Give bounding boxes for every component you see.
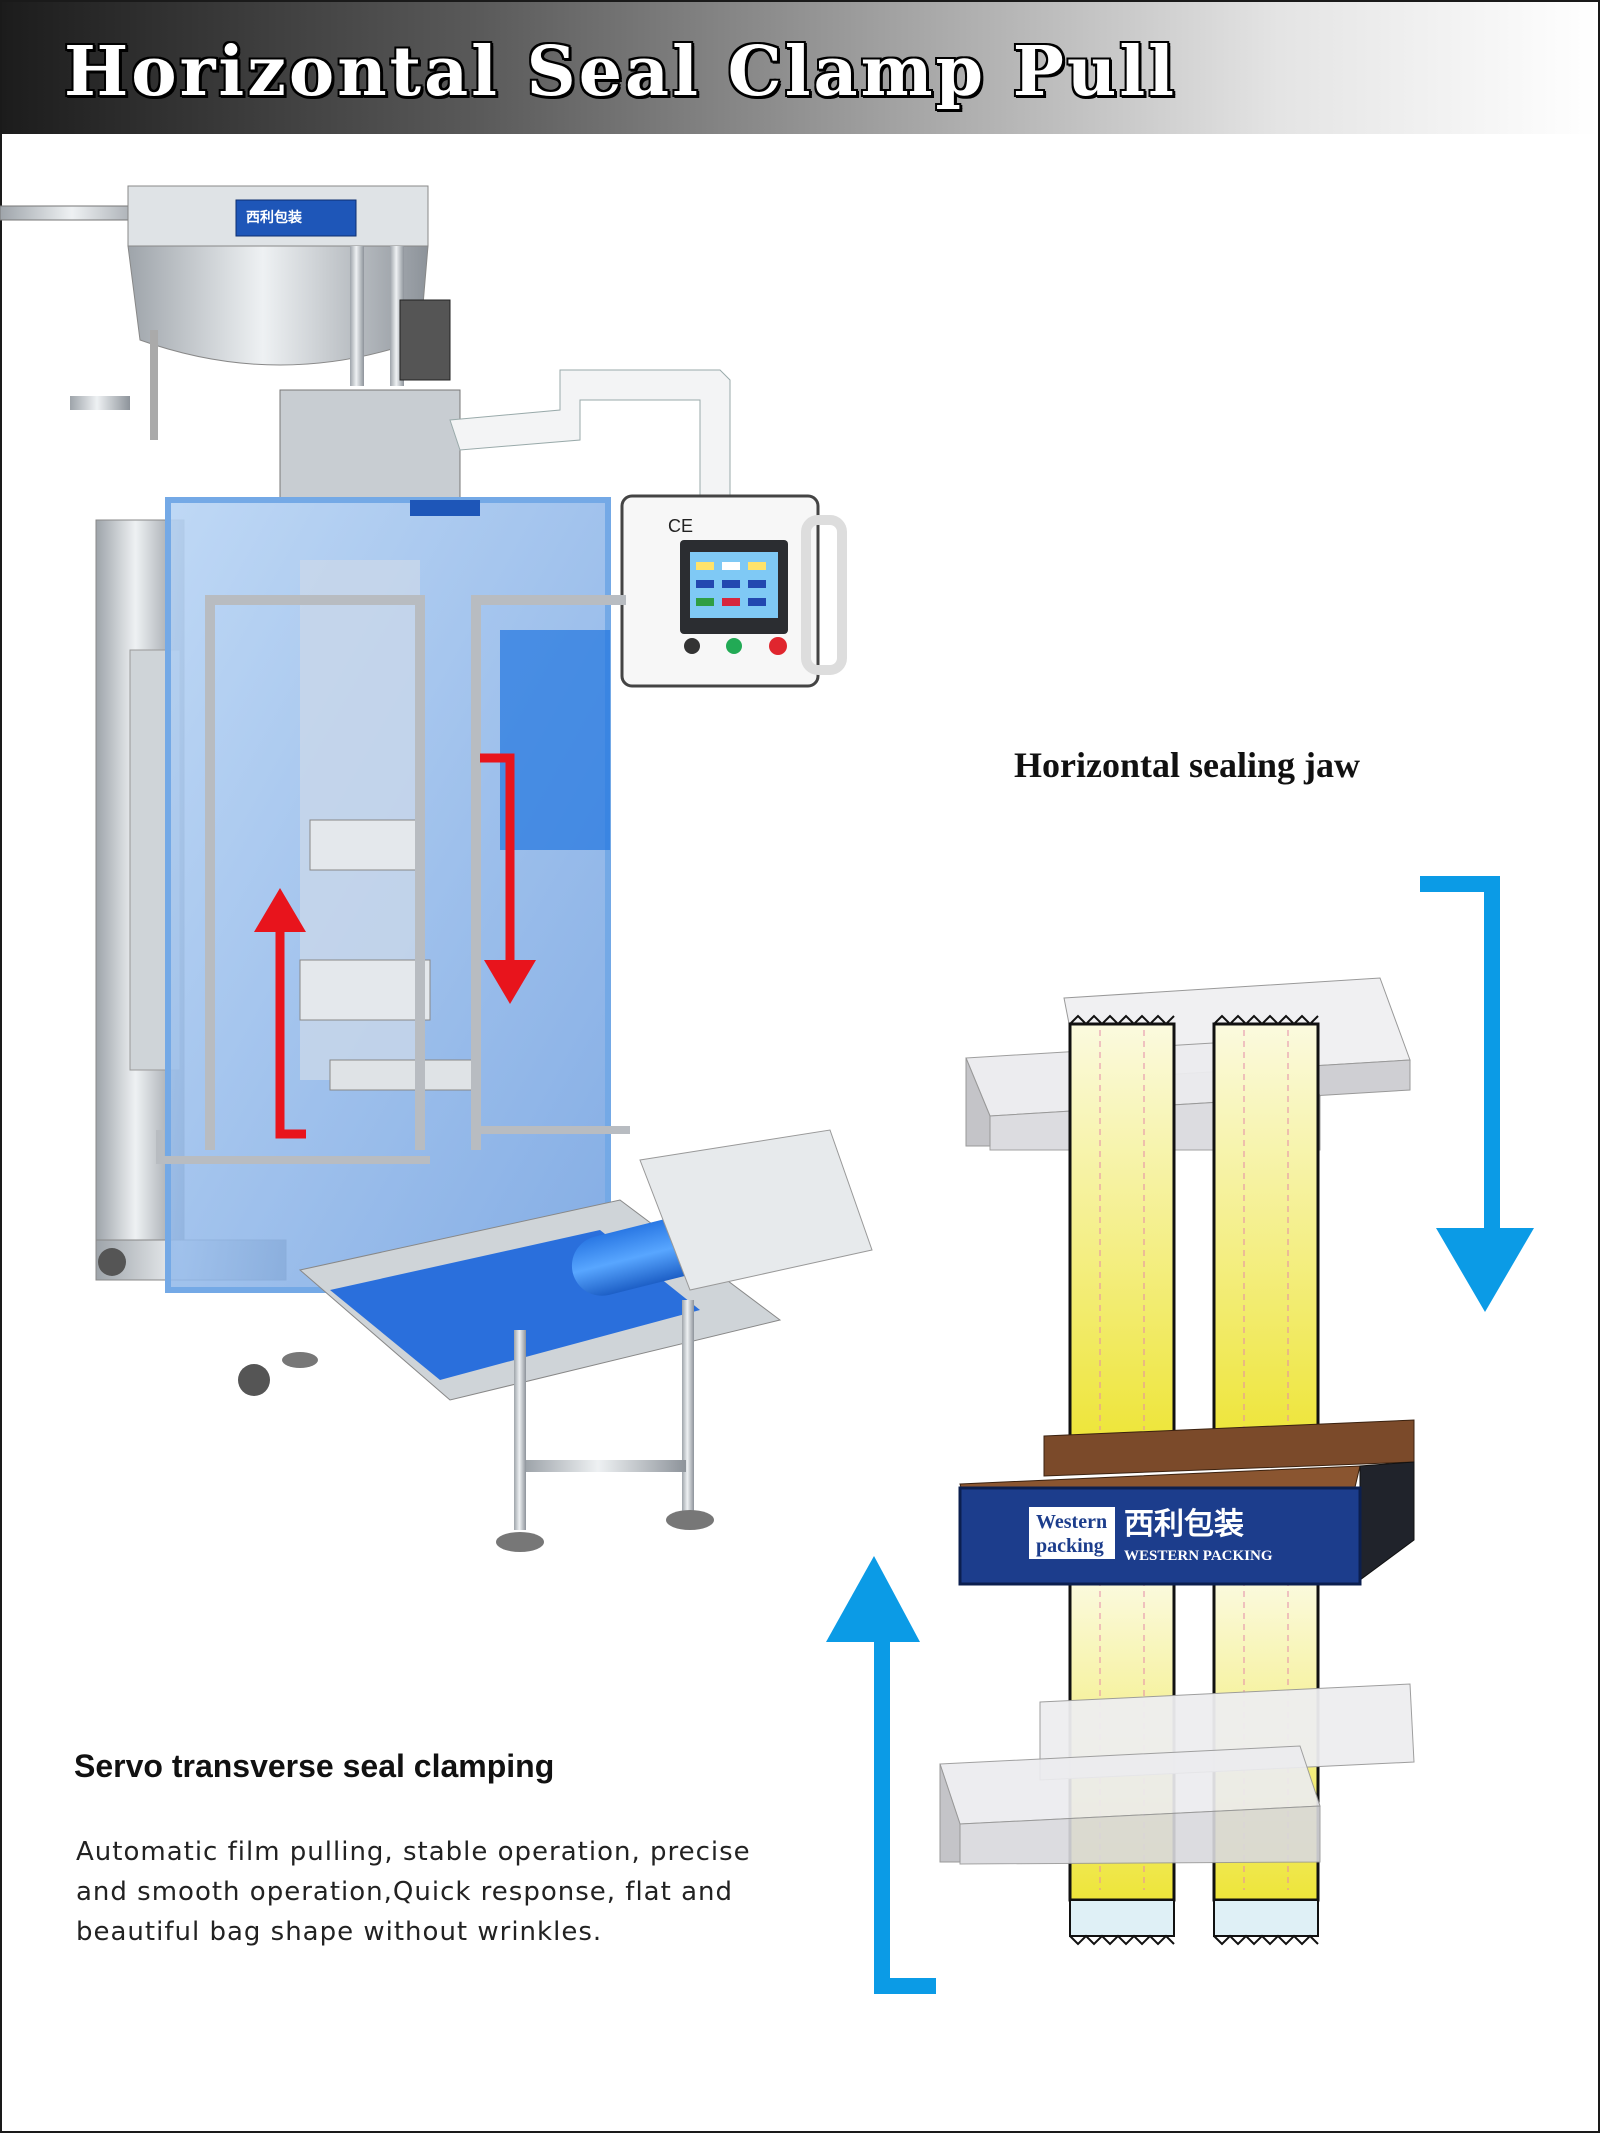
description-line: Automatic film pulling, stable operation… bbox=[76, 1837, 751, 1867]
sealing-jaw-block: Western packing 西利包装 WESTERN PACKING bbox=[958, 1419, 1415, 1586]
brand-english: WESTERN PACKING bbox=[1124, 1548, 1273, 1564]
page-title: Horizontal Seal Clamp Pull bbox=[64, 32, 1178, 112]
blue-motion-arrows bbox=[826, 876, 1534, 1994]
brand-packing: packing bbox=[1036, 1535, 1104, 1557]
description-line: and smooth operation,Quick response, fla… bbox=[76, 1877, 733, 1907]
description-text: Automatic film pulling, stable operation… bbox=[76, 1832, 796, 1952]
title-banner: Horizontal Seal Clamp Pull bbox=[2, 2, 1598, 134]
brand-western: Western bbox=[1036, 1511, 1107, 1533]
svg-text:西利包装: 西利包装 bbox=[246, 209, 303, 226]
brand-plate bbox=[958, 1486, 1362, 1586]
lower-jaw-blocks bbox=[939, 1683, 1415, 1865]
brand-chinese: 西利包装 bbox=[1124, 1507, 1244, 1541]
label-horizontal-sealing-jaw: Horizontal sealing jaw bbox=[1014, 745, 1360, 785]
upper-jaw-blocks bbox=[965, 977, 1411, 1151]
description-line: beautiful bag shape without wrinkles. bbox=[76, 1917, 603, 1947]
svg-text:CE: CE bbox=[668, 516, 693, 536]
control-panel: CE bbox=[620, 494, 847, 688]
hopper-logo-plate bbox=[235, 199, 357, 237]
red-motion-arrows bbox=[254, 753, 536, 1139]
label-servo-transverse: Servo transverse seal clamping bbox=[74, 1748, 555, 1784]
